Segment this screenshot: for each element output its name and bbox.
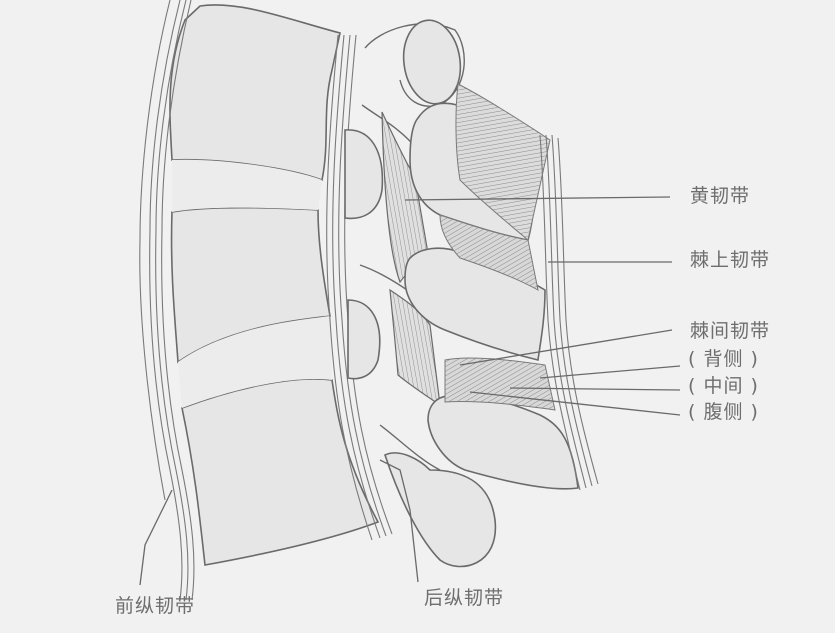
ligamentum-flavum [381,111,441,407]
label-ligamentum-flavum: 黄韧带 [690,185,751,207]
articular-processes [344,19,497,568]
interspinous-ligaments [439,83,556,411]
label-interspinous-ligament: 棘间韧带 [690,320,771,342]
label-anterior-longitudinal-ligament: 前纵韧带 [115,595,196,617]
leader-lines [139,196,681,586]
intervertebral-discs [172,159,332,408]
label-posterior-longitudinal-ligament: 后纵韧带 [424,587,505,609]
supraspinous-ligament [539,134,599,491]
vertebral-bodies [169,4,380,566]
label-supraspinous-ligament: 棘上韧带 [690,249,771,271]
label-interspinous-dorsal: ( 背侧 ) [688,348,759,370]
label-interspinous-ventral: ( 腹侧 ) [688,401,759,423]
anterior-longitudinal-ligament [139,0,195,601]
label-interspinous-middle: ( 中间 ) [688,375,759,397]
